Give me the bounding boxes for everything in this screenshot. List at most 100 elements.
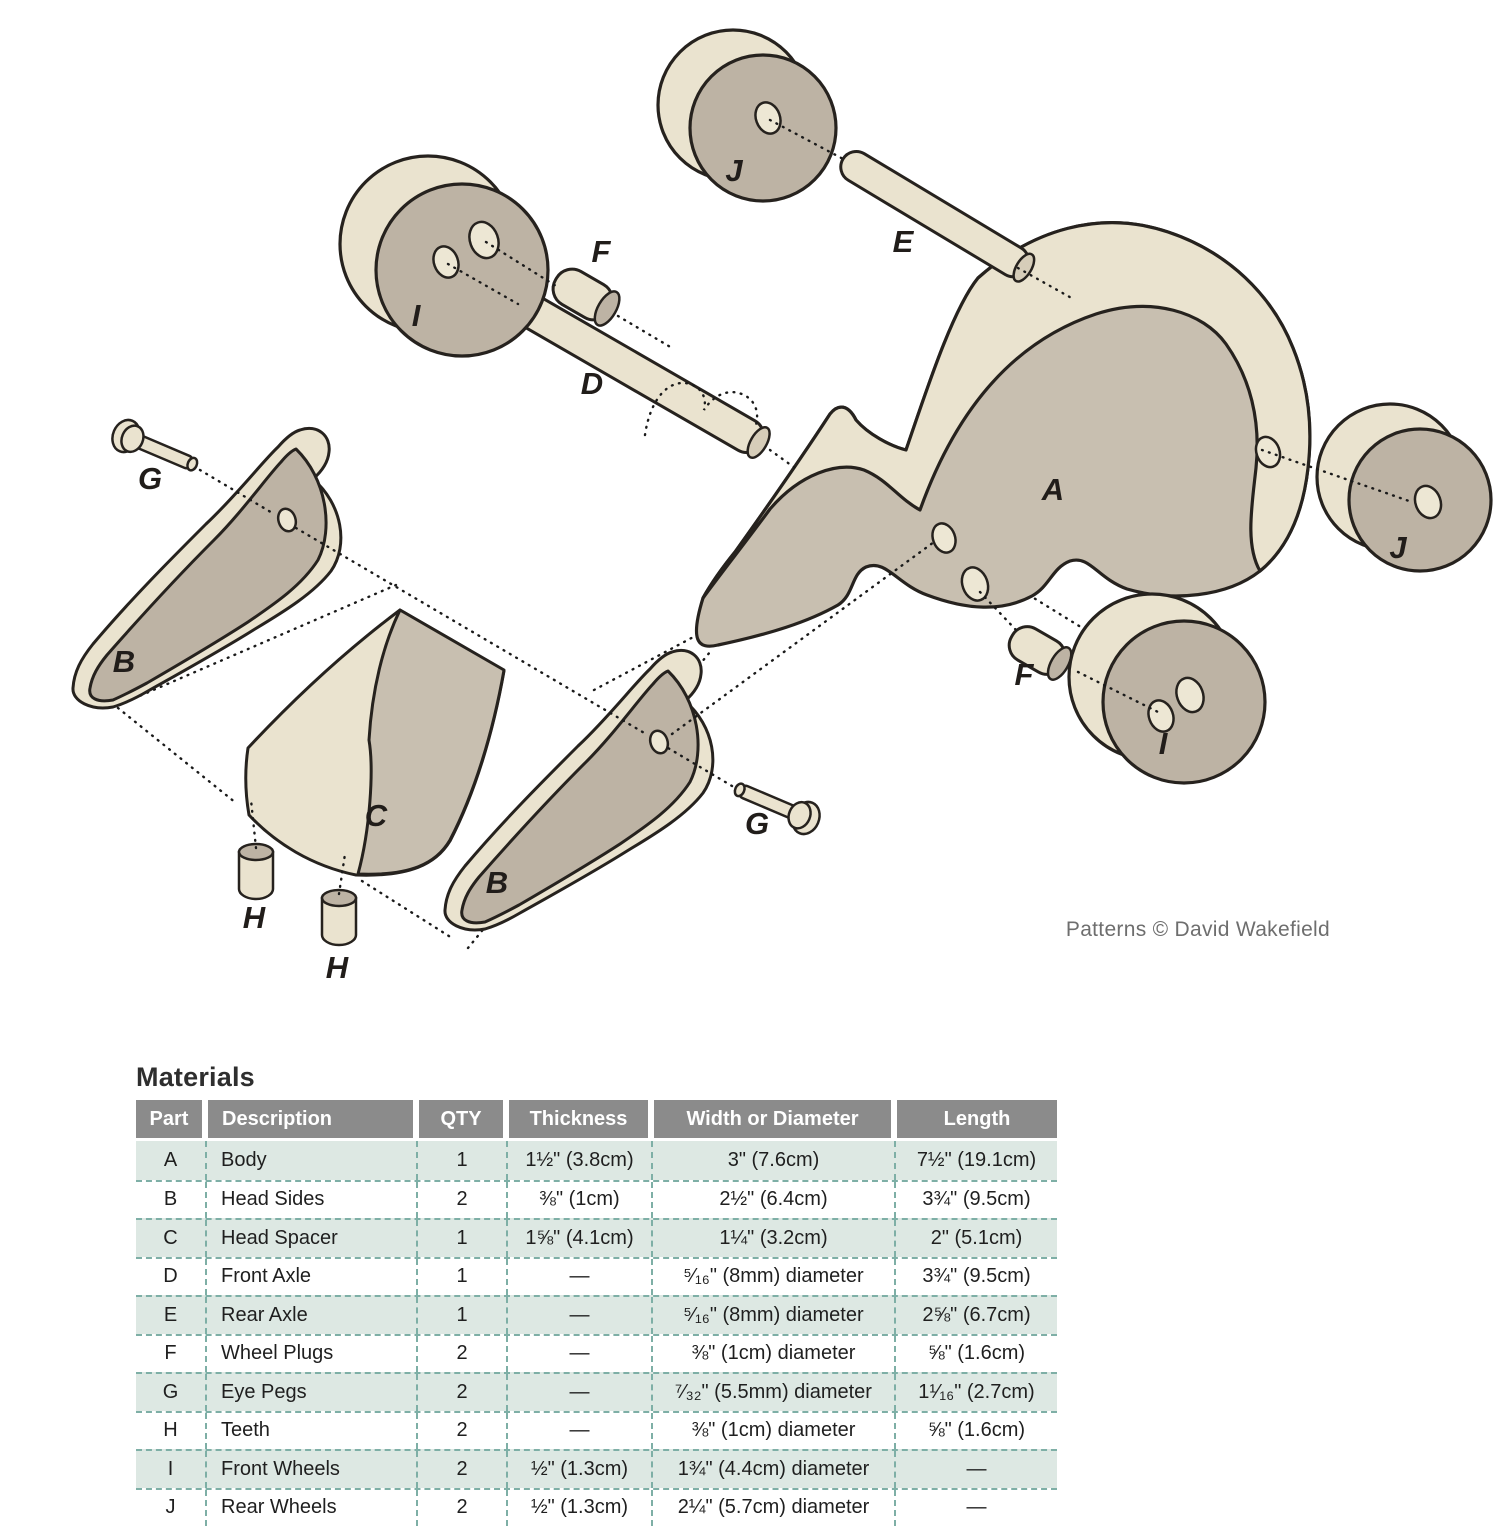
cell-length: 3¾" (9.5cm) <box>894 1182 1057 1219</box>
part-body <box>696 223 1309 647</box>
cell-thickness: ⅜" (1cm) <box>506 1182 651 1219</box>
cell-qty: 2 <box>416 1490 506 1526</box>
cell-description: Rear Axle <box>205 1297 416 1334</box>
label-front-axle: D <box>581 366 603 401</box>
cell-part: H <box>136 1413 205 1450</box>
cell-width: ⅜" (1cm) diameter <box>651 1336 894 1373</box>
cell-length: — <box>894 1490 1057 1526</box>
cell-width: ⁷⁄₃₂" (5.5mm) diameter <box>651 1374 894 1411</box>
cell-thickness: ½" (1.3cm) <box>506 1451 651 1488</box>
cell-part: J <box>136 1490 205 1526</box>
cell-thickness: ½" (1.3cm) <box>506 1490 651 1526</box>
label-head-side-left: B <box>113 644 135 679</box>
materials-heading: Materials <box>136 1062 1057 1092</box>
cell-length: — <box>894 1451 1057 1488</box>
label-wheel-plug-rear: F <box>1015 657 1035 692</box>
header-part: Part <box>136 1100 202 1138</box>
part-head-spacer <box>246 610 504 875</box>
label-rear-axle: E <box>893 224 915 259</box>
cell-width: ⁵⁄₁₆" (8mm) diameter <box>651 1259 894 1296</box>
cell-description: Teeth <box>205 1413 416 1450</box>
attribution-text: Patterns © David Wakefield <box>1030 918 1330 942</box>
cell-thickness: — <box>506 1259 651 1296</box>
table-row: H Teeth 2 — ⅜" (1cm) diameter ⅝" (1.6cm) <box>136 1411 1057 1450</box>
table-row: D Front Axle 1 — ⁵⁄₁₆" (8mm) diameter 3¾… <box>136 1257 1057 1296</box>
cell-width: ⁵⁄₁₆" (8mm) diameter <box>651 1297 894 1334</box>
cell-part: E <box>136 1297 205 1334</box>
header-description: Description <box>208 1100 413 1138</box>
exploded-diagram: A B B C D E F F G G H H I I J J <box>0 0 1500 1060</box>
table-row: A Body 1 1½" (3.8cm) 3" (7.6cm) 7½" (19.… <box>136 1141 1057 1180</box>
header-length: Length <box>897 1100 1057 1138</box>
table-row: G Eye Pegs 2 — ⁷⁄₃₂" (5.5mm) diameter 1¹… <box>136 1372 1057 1411</box>
cell-qty: 1 <box>416 1141 506 1180</box>
cell-length: 3¾" (9.5cm) <box>894 1259 1057 1296</box>
cell-part: B <box>136 1182 205 1219</box>
cell-thickness: — <box>506 1374 651 1411</box>
part-eye-peg-right <box>729 773 824 838</box>
cell-description: Wheel Plugs <box>205 1336 416 1373</box>
part-rear-axle <box>835 146 1038 285</box>
label-head-side-right: B <box>486 865 508 900</box>
part-tooth-left <box>239 844 273 899</box>
cell-length: 7½" (19.1cm) <box>894 1141 1057 1180</box>
table-row: E Rear Axle 1 — ⁵⁄₁₆" (8mm) diameter 2⅝"… <box>136 1295 1057 1334</box>
cell-thickness: — <box>506 1413 651 1450</box>
cell-part: C <box>136 1220 205 1257</box>
table-header-row: Part Description QTY Thickness Width or … <box>136 1100 1057 1138</box>
cell-thickness: — <box>506 1297 651 1334</box>
cell-width: 2¼" (5.7cm) diameter <box>651 1490 894 1526</box>
table-row: J Rear Wheels 2 ½" (1.3cm) 2¼" (5.7cm) d… <box>136 1488 1057 1526</box>
cell-description: Head Spacer <box>205 1220 416 1257</box>
label-tooth-left: H <box>243 900 266 935</box>
cell-qty: 2 <box>416 1413 506 1450</box>
cell-qty: 2 <box>416 1374 506 1411</box>
header-thickness: Thickness <box>509 1100 648 1138</box>
part-front-wheel-left <box>340 156 548 356</box>
table-row: C Head Spacer 1 1⅝" (4.1cm) 1¼" (3.2cm) … <box>136 1218 1057 1257</box>
cell-length: 2" (5.1cm) <box>894 1220 1057 1257</box>
label-wheel-plug-front: F <box>592 234 612 269</box>
cell-thickness: 1½" (3.8cm) <box>506 1141 651 1180</box>
cell-part: G <box>136 1374 205 1411</box>
table-row: B Head Sides 2 ⅜" (1cm) 2½" (6.4cm) 3¾" … <box>136 1180 1057 1219</box>
cell-description: Eye Pegs <box>205 1374 416 1411</box>
cell-description: Rear Wheels <box>205 1490 416 1526</box>
cell-length: ⅝" (1.6cm) <box>894 1413 1057 1450</box>
cell-thickness: 1⅝" (4.1cm) <box>506 1220 651 1257</box>
cell-width: 2½" (6.4cm) <box>651 1182 894 1219</box>
cell-length: 2⅝" (6.7cm) <box>894 1297 1057 1334</box>
materials-section: Materials Part Description QTY Thickness… <box>136 1062 1057 1526</box>
table-row: I Front Wheels 2 ½" (1.3cm) 1¾" (4.4cm) … <box>136 1449 1057 1488</box>
table-body: A Body 1 1½" (3.8cm) 3" (7.6cm) 7½" (19.… <box>136 1141 1057 1526</box>
cell-qty: 2 <box>416 1451 506 1488</box>
cell-part: I <box>136 1451 205 1488</box>
cell-part: A <box>136 1141 205 1180</box>
cell-part: D <box>136 1259 205 1296</box>
label-head-spacer: C <box>365 798 388 833</box>
cell-qty: 1 <box>416 1220 506 1257</box>
header-width: Width or Diameter <box>654 1100 891 1138</box>
cell-length: ⅝" (1.6cm) <box>894 1336 1057 1373</box>
part-front-axle <box>509 288 775 461</box>
label-front-wheel-right: I <box>1159 726 1169 761</box>
cell-thickness: — <box>506 1336 651 1373</box>
cell-qty: 2 <box>416 1182 506 1219</box>
cell-part: F <box>136 1336 205 1373</box>
part-tooth-right <box>322 890 356 945</box>
part-rear-wheel-top <box>658 30 836 201</box>
cell-description: Body <box>205 1141 416 1180</box>
label-rear-wheel-top: J <box>725 153 743 188</box>
cell-qty: 1 <box>416 1259 506 1296</box>
label-tooth-right: H <box>326 950 349 985</box>
label-eye-peg-left: G <box>138 461 162 496</box>
cell-length: 1¹⁄₁₆" (2.7cm) <box>894 1374 1057 1411</box>
label-front-wheel-left: I <box>412 298 422 333</box>
cell-description: Front Wheels <box>205 1451 416 1488</box>
label-rear-wheel-right: J <box>1389 530 1407 565</box>
cell-width: 1¾" (4.4cm) diameter <box>651 1451 894 1488</box>
label-body: A <box>1041 472 1064 507</box>
cell-width: ⅜" (1cm) diameter <box>651 1413 894 1450</box>
